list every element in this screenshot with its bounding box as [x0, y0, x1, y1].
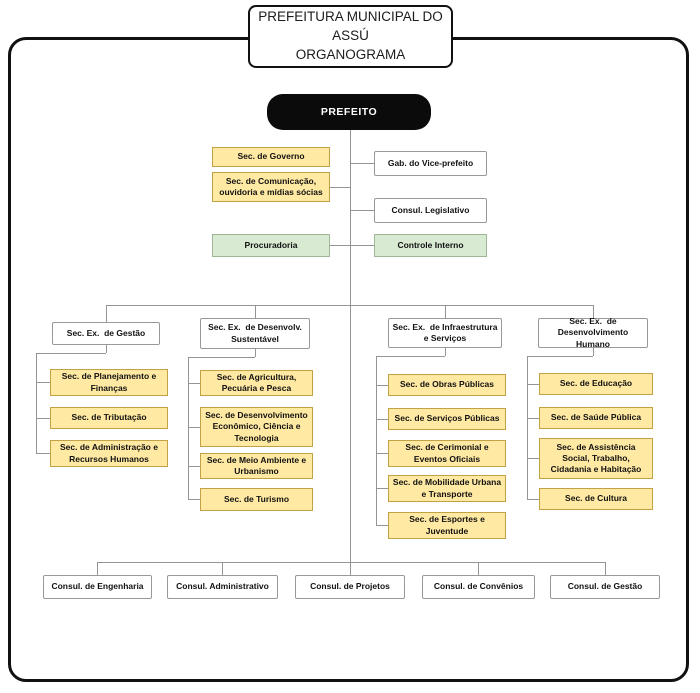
chart-title-line2: ASSÚ: [332, 28, 369, 44]
node-sec-planejamento-financas: Sec. de Planejamento e Finanças: [50, 369, 168, 396]
connector-col2-child2: [188, 427, 200, 428]
connector-drop-gestao-consul: [605, 562, 606, 575]
connector-divisions-branch: [106, 305, 593, 306]
node-sec-governo: Sec. de Governo: [212, 147, 330, 167]
connector-col1-elbow: [36, 353, 106, 354]
connector-col4-child2: [527, 418, 539, 419]
connector-drop-gestao: [106, 305, 107, 322]
node-sec-mobilidade-transporte: Sec. de Mobilidade Urbana e Transporte: [388, 475, 506, 502]
connector-col2-rail: [188, 357, 189, 499]
node-sec-agricultura: Sec. de Agricultura, Pecuária e Pesca: [200, 370, 313, 396]
node-prefeito: PREFEITO: [267, 94, 431, 130]
node-consul-administrativo: Consul. Administrativo: [167, 575, 278, 599]
connector-comunicacao: [330, 187, 350, 188]
connector-col1-stub: [106, 345, 107, 353]
node-sec-educacao: Sec. de Educação: [539, 373, 653, 395]
connector-col4-child4: [527, 499, 539, 500]
chart-title-box: PREFEITURA MUNICIPAL DO ASSÚ ORGANOGRAMA: [248, 5, 453, 68]
connector-col3-child5: [376, 525, 388, 526]
connector-col4-rail: [527, 356, 528, 499]
node-sec-saude-publica: Sec. de Saúde Pública: [539, 407, 653, 429]
connector-drop-sustentavel: [255, 305, 256, 318]
node-sec-ex-desenvolvimento-humano: Sec. Ex. de Desenvolvimento Humano: [538, 316, 648, 349]
node-consul-projetos: Consul. de Projetos: [295, 575, 405, 599]
connector-col1-rail: [36, 353, 37, 453]
connector-drop-infraestrutura: [445, 305, 446, 318]
node-sec-administracao-rh: Sec. de Administração e Recursos Humanos: [50, 440, 168, 467]
connector-col4-child3: [527, 458, 539, 459]
node-sec-cultura: Sec. de Cultura: [539, 488, 653, 510]
node-controle-interno: Controle Interno: [374, 234, 487, 257]
node-consul-legislativo: Consul. Legislativo: [374, 198, 487, 223]
connector-col3-child1: [376, 385, 388, 386]
node-sec-tributacao: Sec. de Tributação: [50, 407, 168, 429]
node-sec-comunicacao: Sec. de Comunicação, ouvidoria e mídias …: [212, 172, 330, 202]
connector-drop-humano: [593, 305, 594, 318]
connector-center-spine: [350, 130, 351, 562]
connector-col1-child1: [36, 382, 50, 383]
node-consul-engenharia: Consul. de Engenharia: [43, 575, 152, 599]
connector-drop-projetos: [350, 562, 351, 575]
connector-vice-prefeito: [350, 163, 374, 164]
node-procuradoria: Procuradoria: [212, 234, 330, 257]
node-sec-servicos-publicas: Sec. de Serviços Públicas: [388, 408, 506, 430]
node-consul-gestao: Consul. de Gestão: [550, 575, 660, 599]
connector-legislativo: [350, 210, 374, 211]
connector-col2-child1: [188, 383, 200, 384]
connector-col2-child4: [188, 499, 200, 500]
node-sec-assistencia-social: Sec. de Assistência Social, Trabalho, Ci…: [539, 438, 653, 479]
connector-col2-elbow: [188, 357, 255, 358]
connector-col3-rail: [376, 356, 377, 525]
connector-col1-child3: [36, 453, 50, 454]
node-sec-obras-publicas: Sec. de Obras Públicas: [388, 374, 506, 396]
node-sec-ex-desenvolv-sustentavel: Sec. Ex. de Desenvolv. Sustentável: [200, 318, 310, 349]
chart-title-line3: ORGANOGRAMA: [295, 46, 406, 62]
connector-col4-stub: [593, 348, 594, 356]
node-sec-desenvolvimento-economico: Sec. de Desenvolvimento Econômico, Ciênc…: [200, 407, 313, 447]
node-gab-vice-prefeito: Gab. do Vice-prefeito: [374, 151, 487, 176]
connector-drop-engenharia: [97, 562, 98, 575]
node-sec-meio-ambiente: Sec. de Meio Ambiente e Urbanismo: [200, 453, 313, 479]
connector-consultancies-branch: [97, 562, 605, 563]
node-sec-esportes-juventude: Sec. de Esportes e Juventude: [388, 512, 506, 539]
connector-col3-stub: [445, 348, 446, 356]
chart-title-line1: PREFEITURA MUNICIPAL DO: [258, 9, 443, 25]
node-sec-ex-gestao: Sec. Ex. de Gestão: [52, 322, 160, 345]
node-sec-cerimonial-eventos: Sec. de Cerimonial e Eventos Oficiais: [388, 440, 506, 467]
connector-drop-administrativo: [222, 562, 223, 575]
connector-col3-elbow: [376, 356, 445, 357]
connector-col4-child1: [527, 384, 539, 385]
node-consul-convenios: Consul. de Convênios: [422, 575, 535, 599]
node-sec-ex-infraestrutura: Sec. Ex. de Infraestrutura e Serviços: [388, 318, 502, 348]
connector-col4-elbow: [527, 356, 593, 357]
connector-col2-stub: [255, 349, 256, 357]
connector-col3-child2: [376, 419, 388, 420]
connector-col2-child3: [188, 466, 200, 467]
connector-col3-child4: [376, 488, 388, 489]
connector-col1-child2: [36, 418, 50, 419]
connector-col3-child3: [376, 453, 388, 454]
connector-drop-convenios: [478, 562, 479, 575]
node-sec-turismo: Sec. de Turismo: [200, 488, 313, 511]
connector-procuradoria-controle: [330, 245, 374, 246]
